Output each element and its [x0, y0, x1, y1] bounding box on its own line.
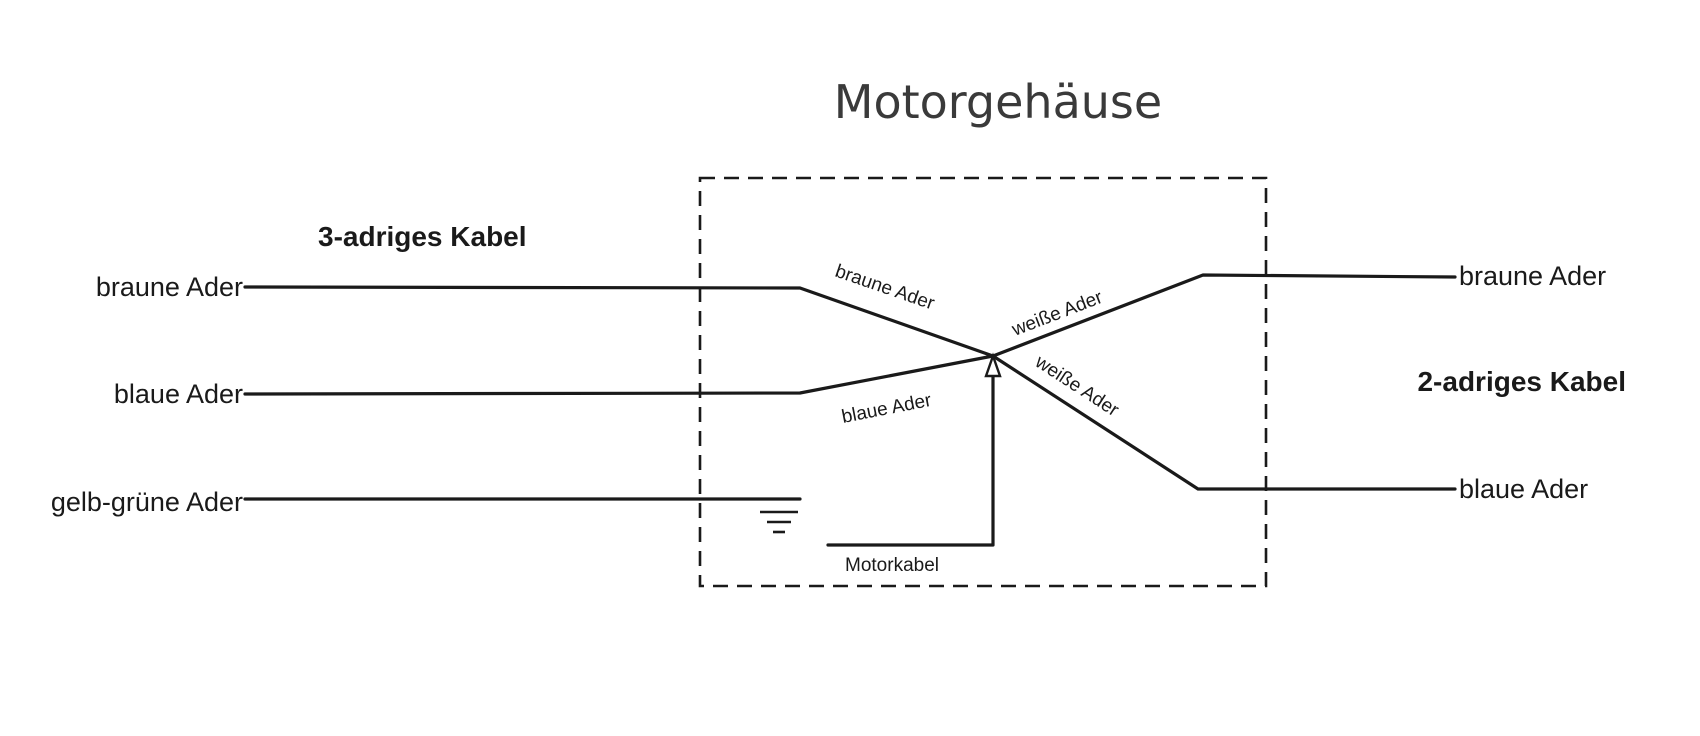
brown-wire-in [243, 285, 995, 358]
ground-icon [760, 510, 798, 534]
white-wire-bottom [991, 354, 1457, 491]
arrow-up-icon [984, 352, 1002, 378]
right-cable-title: 2-adriges Kabel [1417, 366, 1626, 397]
left-cable-title: 3-adriges Kabel [318, 221, 527, 252]
white-wire-top [991, 273, 1457, 358]
motor-housing-box [698, 176, 1268, 588]
blue-wire-in [243, 354, 995, 396]
right-wire-blue-label: blaue Ader [1459, 474, 1588, 504]
left-wire-blue-label: blaue Ader [114, 379, 243, 409]
diagram-title: Motorgehäuse [834, 75, 1162, 129]
motor-cable-wire [826, 370, 995, 547]
left-wire-green-yellow-label: gelb-grüne Ader [51, 487, 243, 517]
right-wire-brown-label: braune Ader [1459, 261, 1606, 291]
motor-cable-label: Motorkabel [845, 555, 939, 576]
left-wire-brown-label: braune Ader [96, 272, 243, 302]
inner-blue-label: blaue Ader [840, 390, 934, 428]
